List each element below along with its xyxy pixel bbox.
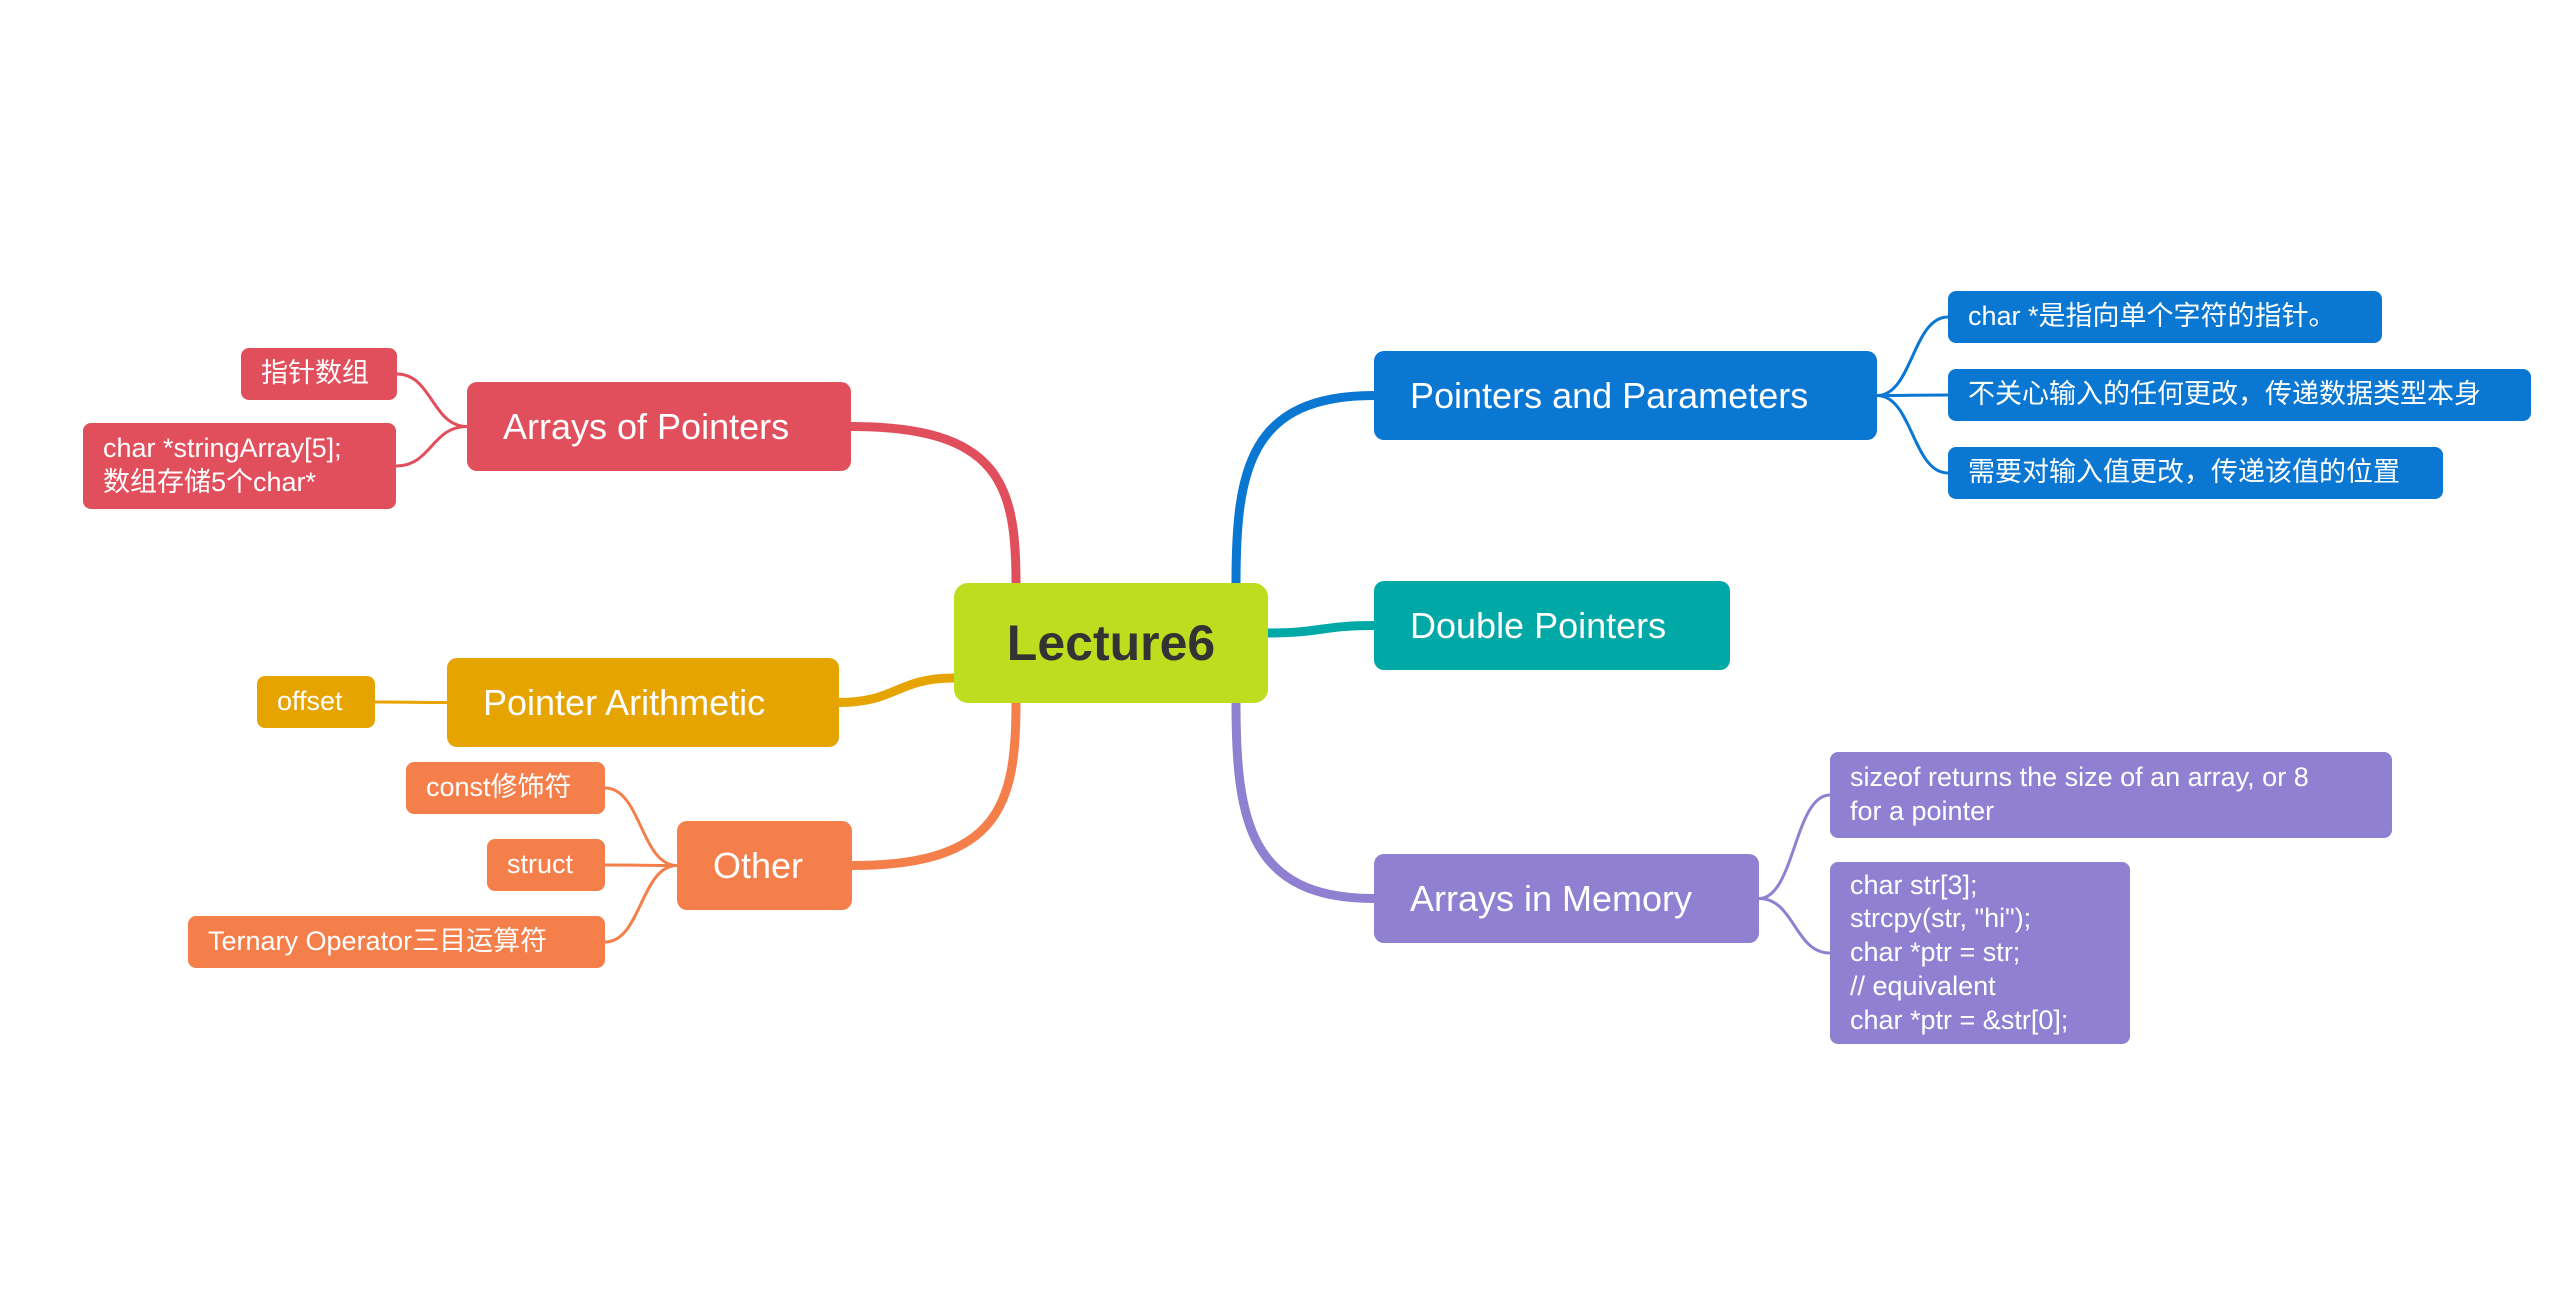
subtopic-string-array-decl[interactable]: char *stringArray[5]; 数组存储5个char*: [83, 423, 396, 509]
subtopic-pass-by-location[interactable]: 需要对输入值更改，传递该值的位置: [1948, 447, 2443, 499]
connector-subtopic-pass-by-location: [1875, 394, 1950, 475]
topic-pointers-and-parameters[interactable]: Pointers and Parameters: [1374, 351, 1877, 440]
connector-subtopic-array-code-example: [1757, 897, 1832, 955]
subtopic-pointer-array-cn[interactable]: 指针数组: [241, 348, 397, 400]
topic-arrays-of-pointers[interactable]: Arrays of Pointers: [467, 382, 851, 471]
topic-other[interactable]: Other: [677, 821, 852, 910]
connector-topic-other: [847, 698, 1021, 870]
connector-subtopic-sizeof-note: [1757, 793, 1832, 900]
root-node[interactable]: Lecture6: [954, 583, 1268, 703]
connector-topic-pointer-arithmetic: [834, 673, 959, 707]
subtopic-sizeof-note[interactable]: sizeof returns the size of an array, or …: [1830, 752, 2392, 838]
topic-arrays-in-memory[interactable]: Arrays in Memory: [1374, 854, 1759, 943]
connector-subtopic-string-array-decl: [394, 425, 469, 468]
connector-subtopic-const-modifier: [603, 786, 679, 867]
connector-subtopic-pointer-array-cn: [395, 372, 469, 428]
connector-topic-arrays-in-memory: [1231, 698, 1379, 903]
subtopic-const-modifier[interactable]: const修饰符: [406, 762, 605, 814]
subtopic-struct[interactable]: struct: [487, 839, 605, 891]
topic-double-pointers[interactable]: Double Pointers: [1374, 581, 1730, 670]
connector-topic-arrays-of-pointers: [846, 422, 1021, 588]
connector-topic-double-pointers: [1263, 621, 1379, 638]
subtopic-array-code-example[interactable]: char str[3]; strcpy(str, "hi"); char *pt…: [1830, 862, 2130, 1044]
connector-subtopic-pass-by-value: [1875, 393, 1950, 397]
topic-pointer-arithmetic[interactable]: Pointer Arithmetic: [447, 658, 839, 747]
subtopic-ternary-operator[interactable]: Ternary Operator三目运算符: [188, 916, 605, 968]
connector-topic-pointers-and-parameters: [1231, 391, 1379, 588]
subtopic-offset[interactable]: offset: [257, 676, 375, 728]
connector-subtopic-char-pointer-single: [1875, 315, 1950, 397]
connector-subtopic-offset: [373, 700, 449, 704]
subtopic-char-pointer-single[interactable]: char *是指向单个字符的指针。: [1948, 291, 2382, 343]
connector-subtopic-ternary-operator: [603, 864, 679, 944]
connector-subtopic-struct: [603, 863, 679, 867]
subtopic-pass-by-value[interactable]: 不关心输入的任何更改，传递数据类型本身: [1948, 369, 2531, 421]
